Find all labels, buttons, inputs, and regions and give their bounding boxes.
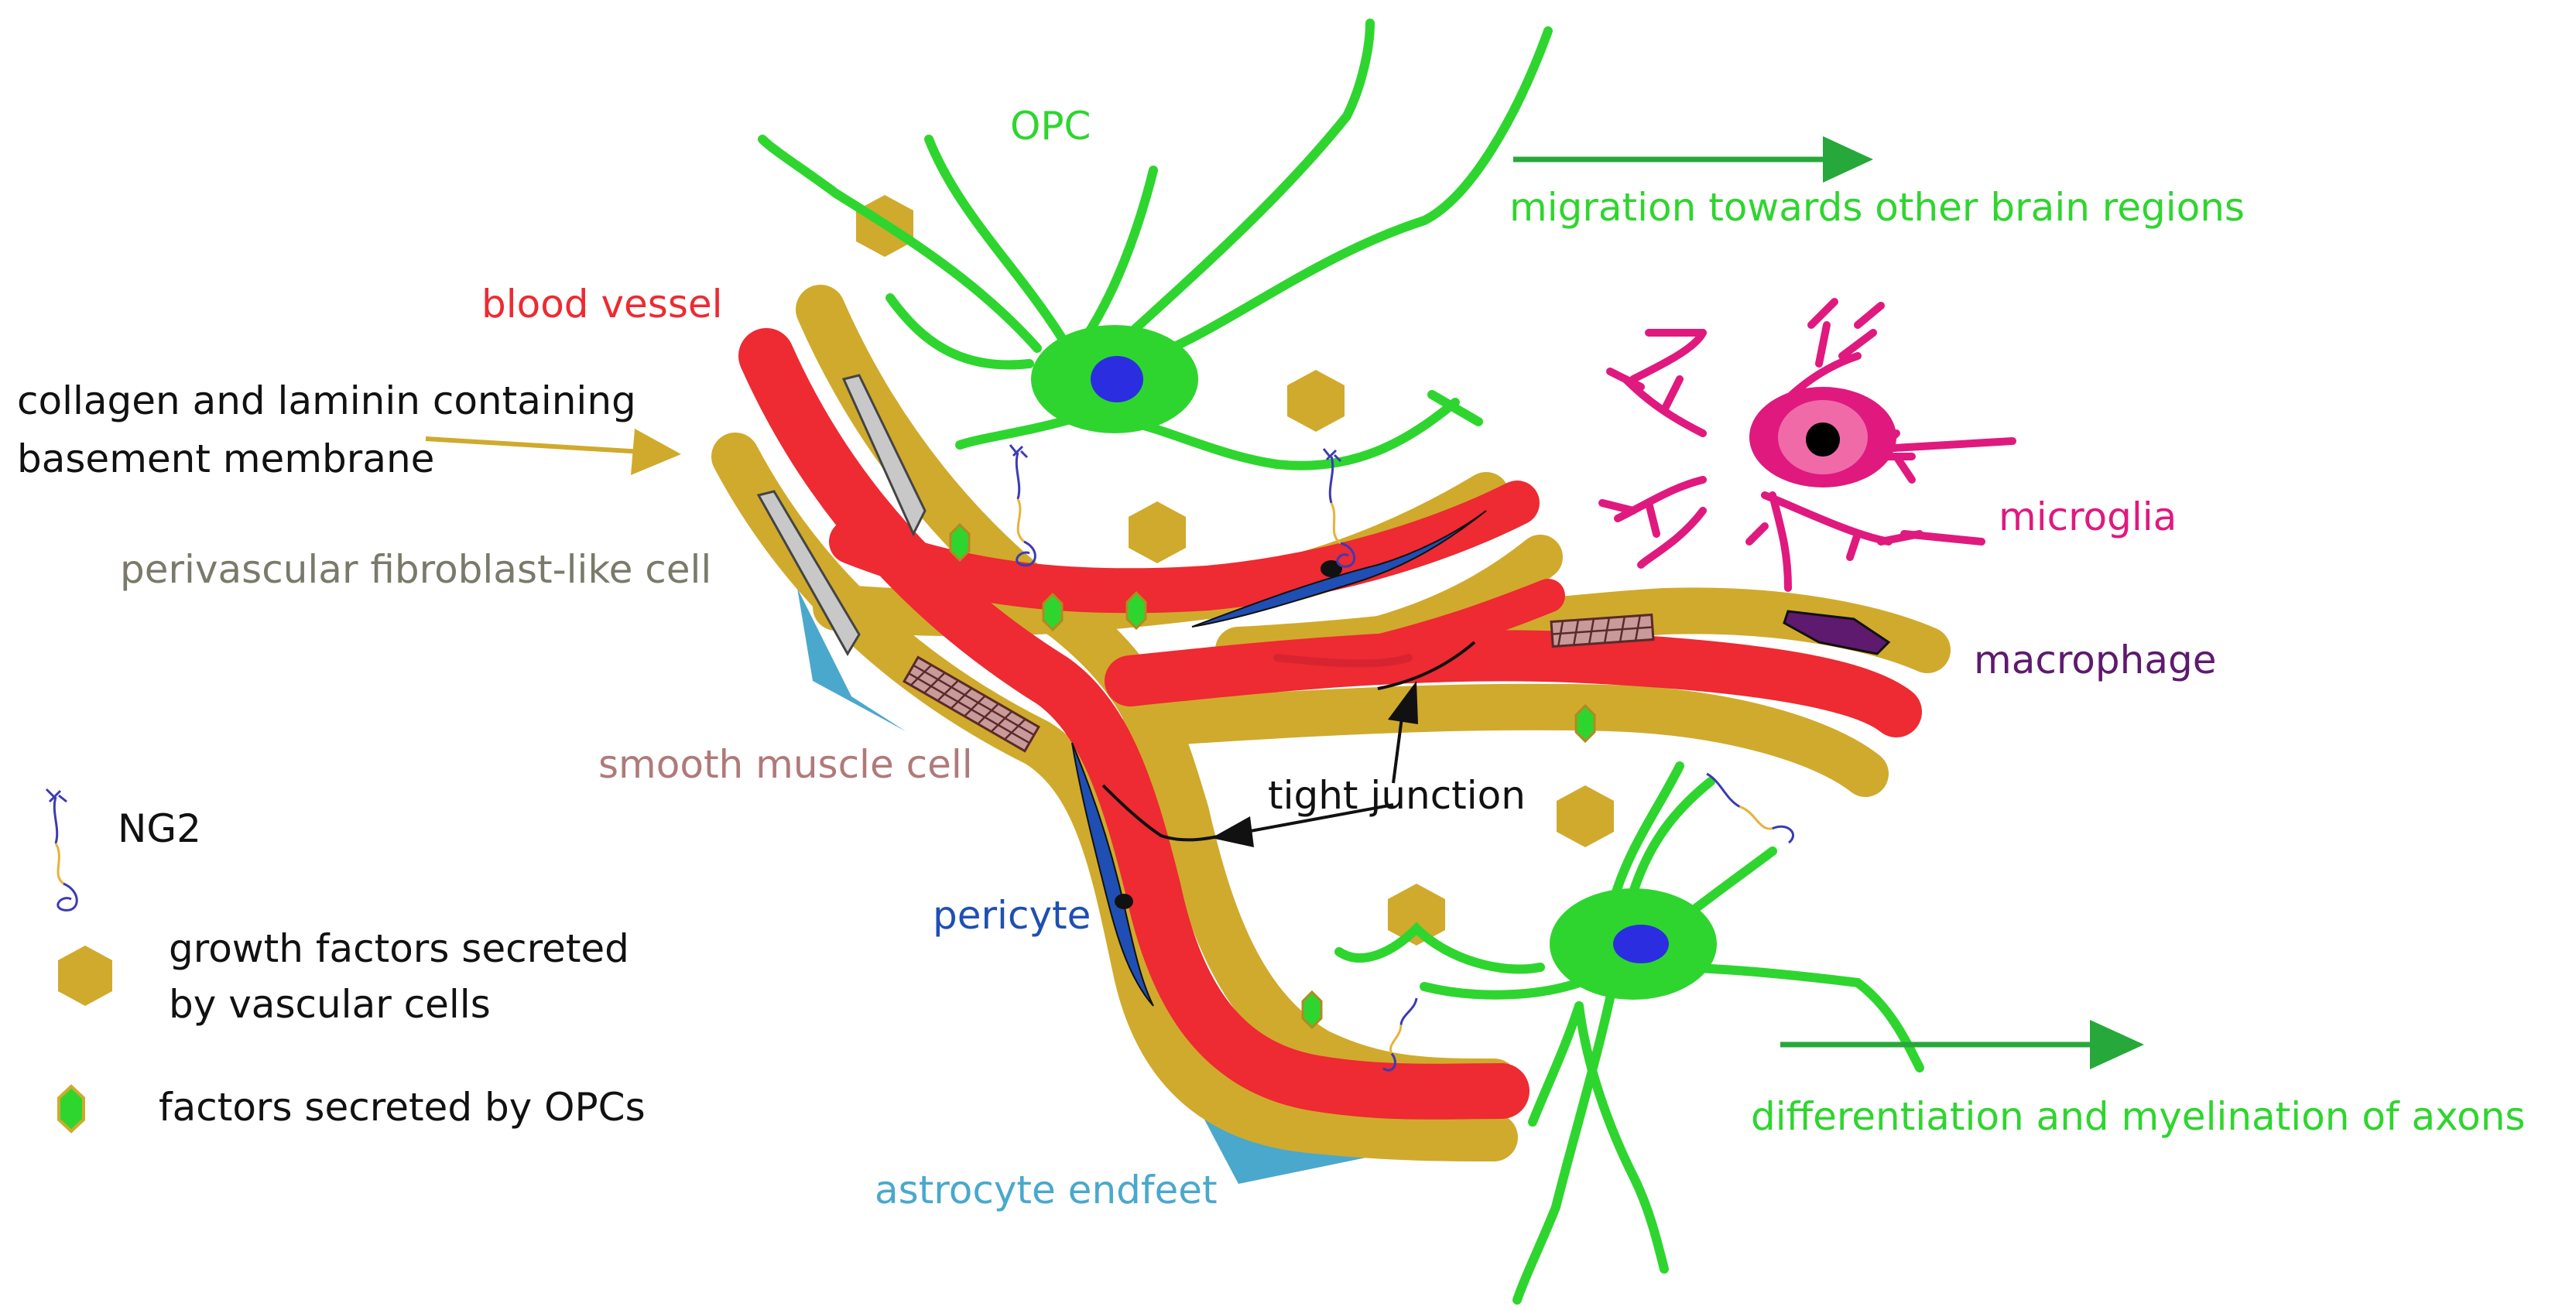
opc-factor-1	[949, 522, 971, 563]
labels: OPC migration towards other brain region…	[17, 104, 2525, 1213]
legend-opc-factors-label: factors secreted by OPCs	[159, 1085, 646, 1130]
tight-junction-arrow-left	[1245, 803, 1394, 833]
opc-factor-4	[1574, 703, 1596, 744]
label-smooth-muscle: smooth muscle cell	[598, 742, 973, 787]
label-blood-vessel: blood vessel	[481, 282, 723, 327]
tight-junction-arrow-up	[1392, 711, 1404, 784]
pericyte-upper-nucleus	[1321, 560, 1342, 577]
label-astrocyte-endfeet: astrocyte endfeet	[875, 1168, 1218, 1213]
ng2-molecule-4	[1382, 997, 1418, 1072]
blood-vessel	[711, 285, 1951, 1161]
membrane-right-branch-lower	[1122, 683, 1889, 797]
opc-cell-top	[758, 19, 1553, 470]
label-fibroblast: perivascular fibroblast-like cell	[120, 547, 711, 592]
legend-growth-line2: by vascular cells	[169, 982, 491, 1027]
smooth-muscle-cells	[903, 613, 1655, 753]
basement-membrane-arrow	[425, 436, 643, 454]
legend-ng2-label: NG2	[118, 806, 201, 851]
label-migration: migration towards other brain regions	[1509, 185, 2245, 230]
pericyte-upper	[1191, 510, 1487, 628]
label-differentiation: differentiation and myelination of axons	[1751, 1094, 2525, 1139]
label-macrophage: macrophage	[1974, 638, 2216, 682]
arrows	[425, 136, 2144, 1069]
label-opc: OPC	[1010, 104, 1091, 149]
growth-factor-5	[1388, 884, 1445, 946]
legend-growth-factor-icon	[58, 946, 112, 1006]
migration-arrowhead	[1823, 136, 1873, 183]
ng2-molecules	[1009, 444, 1794, 1072]
opc-factors-on-vessel	[949, 522, 1596, 1030]
opc-cell-bottom	[1334, 761, 1924, 1305]
opc-factor-2	[1042, 592, 1064, 632]
legend-opc-factor-icon	[57, 1084, 85, 1134]
growth-factor-4	[1557, 785, 1614, 847]
pericyte-lower-nucleus	[1115, 894, 1133, 909]
opc-factor-3	[1125, 590, 1147, 631]
legend-ng2-icon	[45, 788, 78, 912]
legend-growth-line1: growth factors secreted	[169, 926, 629, 971]
label-basement-line2: basement membrane	[17, 436, 434, 481]
vessel-right-branch	[1105, 630, 1922, 737]
fibroblast-cell-1	[841, 374, 927, 537]
differentiation-arrowhead	[2090, 1020, 2144, 1069]
fibroblast-cells	[756, 374, 927, 656]
tight-junction-line-upper	[1377, 641, 1476, 690]
label-basement-line1: collagen and laminin containing	[17, 378, 636, 423]
opc-top-nucleus	[1091, 356, 1143, 402]
growth-factor-3	[1129, 501, 1186, 563]
label-microglia: microglia	[1999, 494, 2177, 539]
vessel-shade	[1273, 654, 1413, 668]
vessel-upper-branch	[829, 481, 1540, 614]
pericyte-lower	[1071, 742, 1154, 1007]
astrocyte-endfoot-upper	[797, 588, 906, 731]
microglia-nucleus	[1806, 422, 1840, 457]
growth-factor-2	[1287, 370, 1345, 432]
ng2-molecule-1	[1009, 444, 1036, 567]
vessel-right-upper-fork	[1299, 579, 1565, 682]
ng2-molecule-3	[1706, 772, 1794, 844]
macrophage-cell	[1783, 610, 1891, 655]
legend: NG2 growth factors secreted by vascular …	[45, 788, 646, 1134]
fibroblast-cell-2	[756, 490, 861, 656]
smooth-muscle-cell-1	[903, 655, 1040, 753]
pericytes	[1071, 510, 1487, 1007]
opc-factor-5	[1301, 990, 1323, 1030]
tight-junction-arrowhead-left	[1211, 816, 1254, 847]
smooth-muscle-cell-2	[1550, 613, 1655, 648]
microglia-cell	[1598, 298, 2016, 592]
opc-bottom-nucleus	[1613, 925, 1669, 963]
ng2-molecule-2	[1322, 448, 1356, 568]
tight-junction-arrowhead-up	[1388, 681, 1418, 724]
label-tight-junction: tight junction	[1268, 773, 1526, 818]
label-pericyte: pericyte	[933, 893, 1091, 938]
basement-membrane-arrowhead	[631, 429, 681, 475]
